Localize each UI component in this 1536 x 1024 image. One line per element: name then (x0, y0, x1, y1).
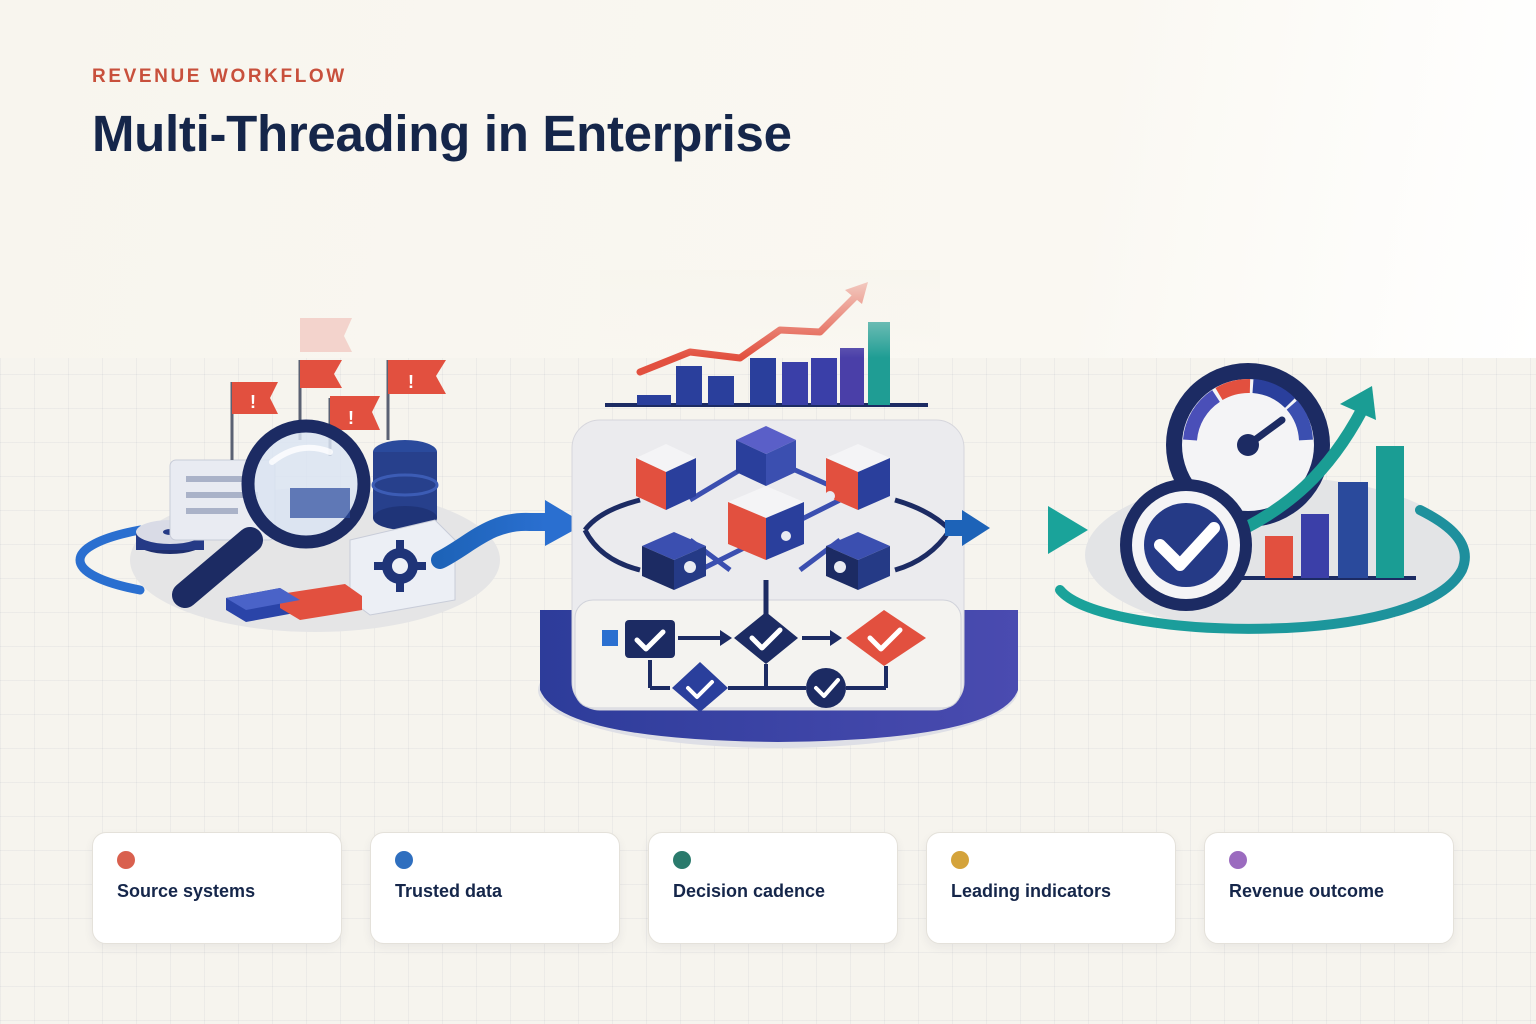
cube-icon (826, 532, 890, 590)
stage-label: Trusted data (395, 881, 503, 901)
stage-cards: Source systems Trusted data Decision cad… (92, 832, 1454, 944)
cube-icon (826, 444, 890, 510)
stage-dot (951, 851, 969, 869)
stage-card-source-systems: Source systems (92, 832, 342, 944)
source-systems-cluster: ! ! ! (75, 318, 500, 632)
flowchart-icon (602, 610, 926, 712)
stage-label: Revenue outcome (1229, 881, 1385, 901)
stage-dot (117, 851, 135, 869)
bar-chart-icon (1240, 446, 1416, 580)
stage-card-trusted-data: Trusted data (370, 832, 620, 944)
stage-card-revenue-outcome: Revenue outcome (1204, 832, 1454, 944)
revenue-outcome-cluster (1055, 363, 1470, 634)
flag-icon: ! (230, 382, 278, 460)
svg-text:!: ! (408, 372, 414, 392)
stage-dot (673, 851, 691, 869)
cube-icon (642, 532, 706, 590)
stage-dot (395, 851, 413, 869)
arrow-icon (431, 500, 585, 569)
cube-icon (728, 486, 804, 560)
check-badge-icon (1120, 479, 1252, 611)
cube-icon (736, 426, 796, 486)
magnifier-icon (172, 419, 371, 608)
eyebrow-label: REVENUE WORKFLOW (92, 66, 347, 87)
page-title: Multi-Threading in Enterprise (92, 105, 792, 162)
svg-text:!: ! (348, 408, 354, 428)
stage-label: Source systems (117, 881, 256, 901)
arrow-icon (945, 506, 1088, 554)
flag-icon (298, 318, 352, 440)
gear-icon (349, 519, 456, 616)
stage-dot (1229, 851, 1247, 869)
stage-label: Leading indicators (951, 881, 1112, 901)
svg-text:!: ! (250, 392, 256, 412)
stage-card-leading-indicators: Leading indicators (926, 832, 1176, 944)
stage-card-decision-cadence: Decision cadence (648, 832, 898, 944)
server-stack-icon (371, 440, 439, 530)
stage-label: Decision cadence (673, 881, 826, 901)
decision-engine-cluster (538, 270, 1018, 748)
cube-icon (636, 444, 696, 510)
flag-icon: ! (386, 360, 446, 440)
